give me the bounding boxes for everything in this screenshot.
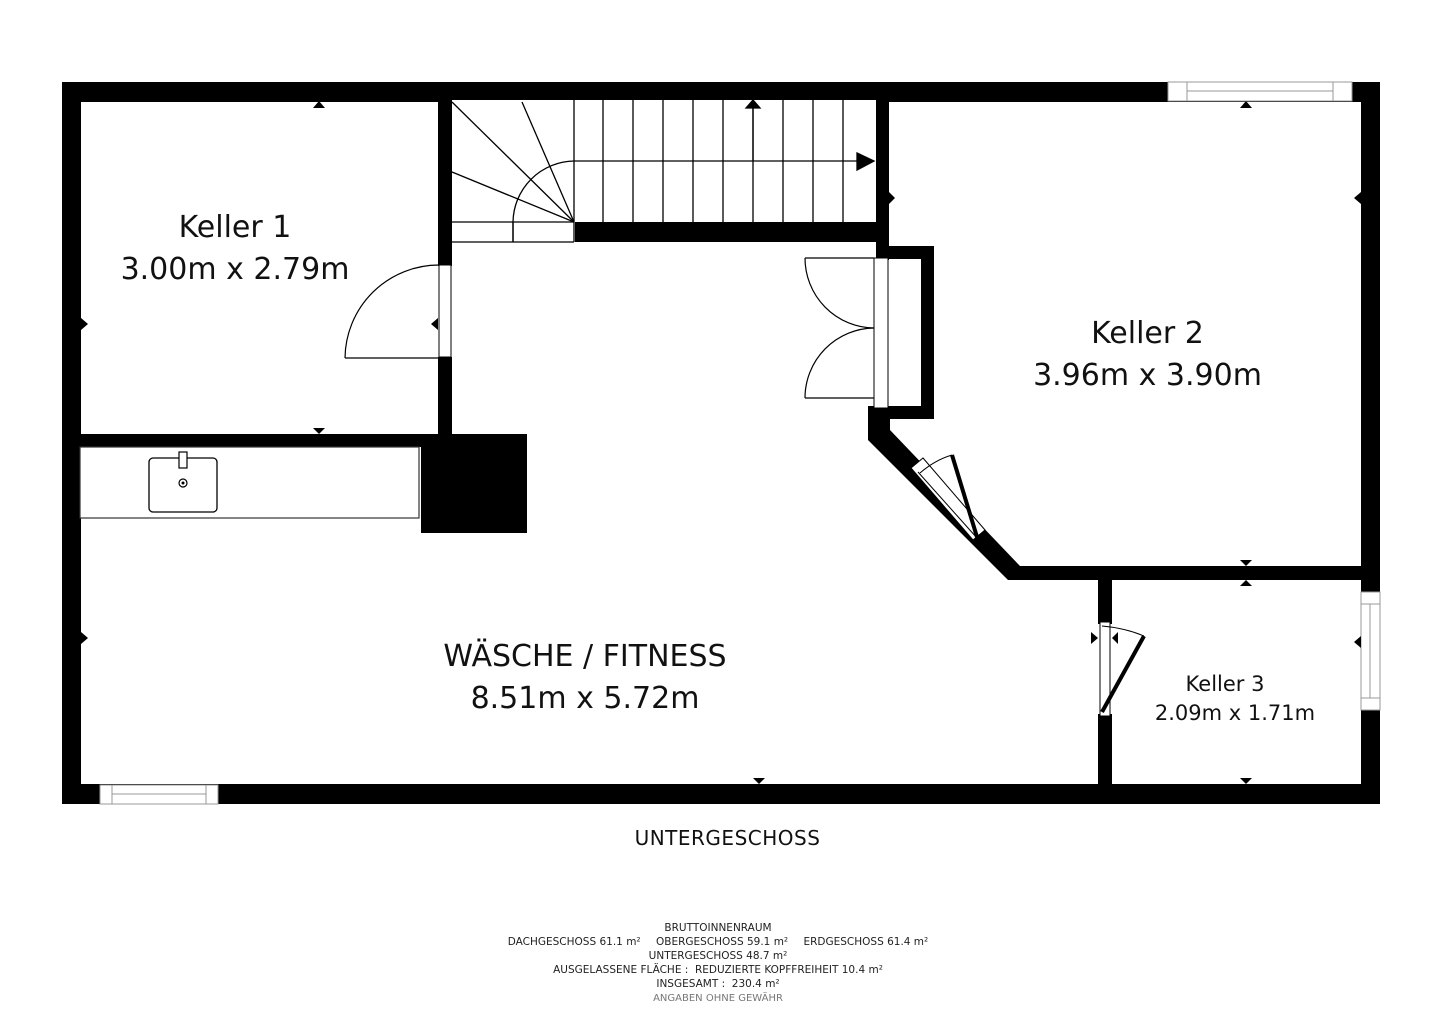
- summary-dachgeschoss: DACHGESCHOSS 61.1 m²: [507, 936, 641, 948]
- room-name: Keller 1: [178, 210, 292, 245]
- summary-heading: BRUTTOINNENRAUM: [664, 922, 772, 934]
- room-name: Keller 3: [1185, 672, 1265, 696]
- dimension-markers: [81, 101, 1361, 784]
- room-dimensions: 8.51m x 5.72m: [470, 681, 700, 716]
- room-dimensions: 3.96m x 3.90m: [1033, 358, 1262, 393]
- windows: [99, 81, 1381, 805]
- closet-double-door: [804, 257, 889, 409]
- summary-untergeschoss: UNTERGESCHOSS 48.7 m²: [648, 950, 788, 962]
- sink-counter: [79, 446, 420, 519]
- room-name: WÄSCHE / FITNESS: [443, 639, 727, 674]
- room-dimensions: 3.00m x 2.79m: [120, 252, 350, 287]
- floor-title: UNTERGESCHOSS: [634, 826, 821, 850]
- staircase: [451, 99, 876, 243]
- summary-total: INSGESAMT : 230.4 m²: [656, 978, 780, 990]
- keller3-door: [1099, 621, 1146, 717]
- summary-erdgeschoss: ERDGESCHOSS 61.4 m²: [803, 936, 929, 948]
- diagonal-door: [910, 454, 986, 541]
- room-keller-1: Keller 1 3.00m x 2.79m: [105, 207, 365, 291]
- summary-excluded-area: AUSGELASSENE FLÄCHE : REDUZIERTE KOPFFRE…: [553, 964, 883, 976]
- room-keller-2: Keller 2 3.96m x 3.90m: [1005, 313, 1290, 397]
- keller1-door: [344, 264, 452, 359]
- room-name: Keller 2: [1091, 316, 1204, 351]
- summary-disclaimer: ANGABEN OHNE GEWÄHR: [653, 993, 783, 1004]
- summary-obergeschoss: OBERGESCHOSS 59.1 m²: [655, 936, 789, 948]
- room-keller-3: Keller 3 2.09m x 1.71m: [1130, 670, 1340, 728]
- room-waesche-fitness: WÄSCHE / FITNESS 8.51m x 5.72m: [395, 636, 775, 720]
- area-summary: BRUTTOINNENRAUM DACHGESCHOSS 61.1 m² OBE…: [0, 921, 1436, 1006]
- room-dimensions: 2.09m x 1.71m: [1154, 701, 1316, 725]
- summary-floors: DACHGESCHOSS 61.1 m² OBERGESCHOSS 59.1 m…: [0, 935, 1436, 949]
